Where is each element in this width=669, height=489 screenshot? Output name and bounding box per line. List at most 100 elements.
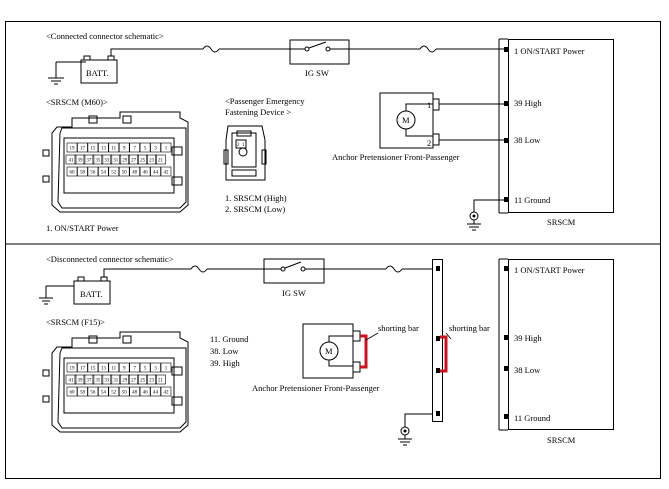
connector-pin-label: 13	[101, 147, 107, 152]
fuse-symbol	[190, 265, 208, 273]
srscm-label: SRSCM	[547, 217, 576, 227]
connector-pin	[66, 386, 78, 397]
connector-pin	[150, 386, 161, 397]
srscm-pin-low: 38 Low	[514, 135, 541, 145]
connector-pin-label: 15	[90, 367, 96, 372]
pin-marker	[436, 336, 440, 341]
connector-pin-label: 1	[165, 147, 168, 152]
pin-note-high: 39. High	[210, 358, 241, 368]
connector-pin	[139, 362, 151, 373]
connector-pin-label: 25	[140, 159, 146, 164]
connected-title: <Connected connector schematic>	[46, 31, 164, 41]
connector-pin	[139, 142, 151, 153]
srscm-pin-ground: 11 Ground	[514, 195, 551, 205]
pretensioner-box	[302, 323, 354, 379]
connector-pin	[155, 154, 166, 165]
battery-terminal-neg	[77, 276, 85, 282]
connector-pin-label: 11	[111, 147, 116, 152]
connector-pin-label: 35	[95, 379, 101, 384]
connector-pin	[74, 374, 86, 385]
passenger-device-title-1: <Passenger Emergency	[225, 96, 305, 106]
connector-pin	[108, 386, 120, 397]
connector-pin	[110, 154, 122, 165]
connector-pin-label: 23	[149, 159, 155, 164]
connector-pin	[74, 154, 86, 165]
battery-label: BATT.	[80, 289, 103, 299]
connector-pin	[110, 374, 122, 385]
device-pin-2: 2	[237, 143, 240, 148]
battery-terminal-pos	[100, 276, 108, 282]
connector-pin	[98, 142, 109, 153]
connector-pin	[83, 154, 95, 165]
connector-pin	[137, 154, 148, 165]
connector-pin-label: 60	[70, 171, 76, 176]
connector-pin	[108, 142, 120, 153]
connector-pin-label: 52	[111, 391, 117, 396]
connector-pin-label: 31	[113, 379, 119, 384]
connector-pin-label: 17	[80, 367, 86, 372]
connector-pin	[77, 362, 88, 373]
battery-ground-symbol	[39, 285, 74, 305]
connector-pin-label: 29	[122, 159, 128, 164]
connector-pin-label: 50	[122, 171, 128, 176]
srscm-connector-label: <SRSCM (F15)>	[46, 317, 105, 327]
battery-box	[80, 59, 118, 84]
connector-pin-label: 27	[131, 379, 137, 384]
connector-pin	[160, 362, 172, 373]
connector-pin	[128, 374, 139, 385]
fuse-symbol	[385, 265, 403, 273]
device-pin-low: 2. SRSCM (Low)	[225, 204, 285, 214]
connector-pin-label: 1	[165, 367, 168, 372]
connector-pin	[128, 154, 139, 165]
connector-pin-label: 48	[132, 171, 138, 176]
connector-pin-label: 3	[154, 367, 157, 372]
pretensioner-label: Anchor Pretensioner Front-Passenger	[252, 383, 380, 393]
pretensioner-label: Anchor Pretensioner Front-Passenger	[332, 152, 460, 162]
connector-pin-label: 44	[153, 171, 159, 176]
connector-pin	[119, 154, 131, 165]
connector-pin	[129, 362, 140, 373]
connector-pin-label: 5	[144, 147, 147, 152]
shorting-bar-right-label: shorting bar	[449, 323, 490, 333]
connector-pin-label: 9	[123, 147, 126, 152]
pretensioner-connector-top	[432, 98, 440, 111]
connector-pin-label: 46	[143, 391, 149, 396]
connector-pin	[129, 386, 140, 397]
connector-pin-label: 7	[133, 147, 136, 152]
connector-pin	[92, 374, 104, 385]
connector-pin-label: 56	[90, 391, 96, 396]
connector-pin-label: 39	[77, 159, 83, 164]
pin-marker	[504, 47, 508, 52]
connector-pin-label: 37	[86, 159, 92, 164]
connector-pin	[150, 166, 161, 177]
ig-switch-box	[263, 258, 325, 284]
disconnected-section: <Disconnected connector schematic> BATT.…	[39, 254, 614, 446]
disconnected-connector-strip	[432, 259, 443, 422]
connector-pin	[137, 374, 148, 385]
srscm-label: SRSCM	[547, 435, 576, 445]
connector-pin-label: 21	[158, 379, 164, 384]
connector-pin-label: 42	[164, 171, 170, 176]
connector-pin	[146, 374, 157, 385]
connector-pin-label: 41	[69, 379, 75, 384]
battery-label: BATT.	[86, 68, 109, 78]
pretensioner-connector-bottom	[432, 133, 440, 146]
battery-terminal-neg	[83, 55, 91, 61]
connector-note: 1. ON/START Power	[46, 223, 119, 233]
connector-pin-label: 29	[122, 379, 128, 384]
srscm-pin-high: 39 High	[514, 333, 542, 343]
srscm-pin-power: 1 ON/START Power	[514, 46, 585, 56]
connector-pin-label: 31	[113, 159, 119, 164]
srscm-connector-label: <SRSCM (M60)>	[46, 97, 108, 107]
connector-pin-label: 13	[101, 367, 107, 372]
connector-pin-label: 15	[90, 147, 96, 152]
connector-pin-label: 33	[104, 159, 110, 164]
shorting-bar-right	[440, 335, 448, 373]
ig-switch-symbol	[264, 261, 324, 272]
connector-pin-label: 60	[70, 391, 76, 396]
connector-pin-label: 42	[164, 391, 170, 396]
ig-switch-symbol	[290, 41, 349, 52]
